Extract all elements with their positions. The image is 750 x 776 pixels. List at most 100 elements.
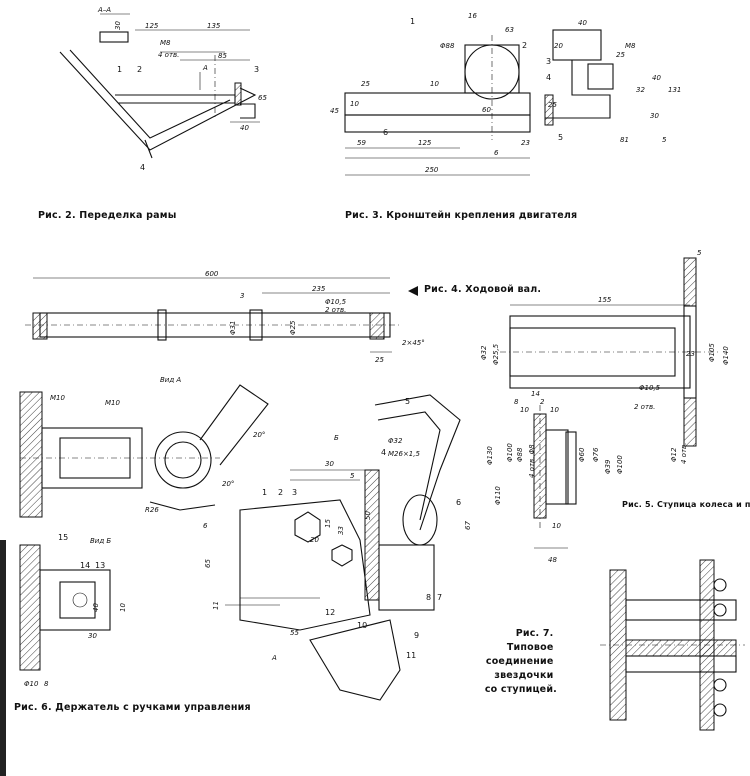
fig5-dim: Φ32 [480,345,488,360]
fig6-label: 7 [437,593,442,602]
fig6-dim: Б [334,434,339,442]
fig3-dim: 40 [652,74,661,82]
fig2-dim: 65 [258,94,267,102]
fig6-dim: 30 [325,460,334,468]
fig6-label: 8 [426,593,431,602]
fig6-view-a-label: Вид А [160,376,181,384]
fig6-dim: 11 [212,601,220,610]
fig5-dim: 155 [598,296,612,304]
fig5-dim: 10 [520,406,529,414]
fig5-dim: 4 отв. [680,443,688,464]
fig5-dim: Φ105 [708,343,716,362]
fig4-dim: 2×45° [402,339,425,347]
fig7-caption-line: со ступицей. [485,684,557,695]
fig6-caption: Рис. 6. Держатель с ручками управления [14,702,251,713]
fig3-label: 4 [546,73,551,82]
fig6-label: 11 [406,651,416,660]
fig6-label: 3 [292,488,297,497]
fig5-hub-and-starter-pulley-drawing: 155 5 Φ32 Φ25,5 23 Φ105 Φ140 Φ10,5 2 отв… [480,249,730,564]
fig4-dim: 235 [312,285,326,293]
fig7-caption-line: Рис. 7. [516,628,554,639]
fig5-caption-text: Рис. 5. Ступица колеса и пусковой шкив. [622,500,750,509]
fig5-dim: 2 [540,398,545,406]
fig6-label: 13 [95,561,105,570]
fig2-dim: М8 [160,39,171,47]
fig4-dim: Φ31 [229,321,237,335]
fig3-engine-bracket-drawing: 16 63 Φ88 40 20 25 М8 10 45 60 25 10 59 … [330,12,681,176]
fig3-dim: Φ88 [440,42,455,50]
fig6-dim: 50 [364,511,372,520]
fig6-dim: 55 [290,629,299,637]
fig5-dim: Φ12 [670,447,678,462]
fig6-dim: 15 [324,519,332,528]
fig3-label: 3 [546,57,551,66]
fig3-dim: 59 [357,139,366,147]
fig5-dim: 4 отв. Φ8 [528,444,536,478]
fig2-section-label: А–А [97,6,111,14]
fig3-dim: 25 [616,51,625,59]
fig2-frame-rework-drawing: А–А 30 125 135 М8 4 отв. 85 65 40 А 1 2 … [59,6,267,172]
fig2-label: 1 [117,65,122,74]
fig4-dim: 2 отв. [325,306,346,314]
fig3-dim: 10 [430,80,439,88]
fig3-dim: 25 [361,80,370,88]
fig2-label: 4 [140,163,145,172]
fig3-dim: 125 [418,139,432,147]
fig6-dim: Φ32 [388,437,403,445]
fig4-pointer-arrow [408,286,418,296]
fig3-dim: 16 [468,12,477,20]
fig2-dim: 40 [240,124,249,132]
fig3-dim: 45 [330,107,339,115]
fig3-dim: 32 [636,86,645,94]
fig5-dim: Φ110 [494,486,502,505]
fig3-dim: 40 [578,19,587,27]
fig3-dim: 131 [668,86,681,94]
fig2-dim: 4 отв. [158,51,179,59]
fig7-sprocket-hub-joint-drawing [600,559,745,731]
fig3-label: 6 [383,128,388,137]
fig5-dim: 48 [548,556,557,564]
scan-edge-strip [0,540,6,776]
fig5-dim: Φ25,5 [492,343,500,365]
fig5-dim: 10 [550,406,559,414]
fig3-dim: 81 [620,136,629,144]
fig5-dim: Φ130 [486,446,494,465]
fig4-caption: Рис. 4. Ходовой вал. [424,284,541,295]
fig3-dim: 30 [650,112,659,120]
fig5-caption: Рис. 5. Ступица колеса и пусковой шкив. [622,500,750,509]
fig4-dim: Φ10,5 [325,298,347,306]
fig7-caption-line: Типовое [507,642,554,653]
fig3-caption: Рис. 3. Кронштейн крепления двигателя [345,210,577,221]
fig2-dim: 125 [145,22,159,30]
fig3-dim: 63 [505,26,514,34]
fig3-dim: 60 [482,106,491,114]
fig6-dim: М10 [50,394,65,402]
fig2-caption: Рис. 2. Переделка рамы [38,210,177,221]
fig7-caption-line: звездочки [494,670,553,681]
fig6-view-b-label: Вид Б [90,537,111,545]
fig3-dim: 20 [554,42,563,50]
fig3-label: 1 [410,17,415,26]
fig5-dim: 10 [552,522,561,530]
fig5-dim: Φ100 [506,443,514,462]
fig2-dim: 85 [218,52,227,60]
fig6-dim: 20° [253,431,265,439]
fig7-caption-line: соединение [486,656,554,667]
fig6-dim: 8 [44,680,49,688]
fig5-dim: Φ88 [516,447,524,462]
fig6-dim: 67 [464,521,472,530]
fig3-dim: 10 [350,100,359,108]
fig3-dim: М8 [625,42,636,50]
fig4-dim: 25 [375,356,384,364]
fig6-dim: 65 [204,559,212,568]
fig6-dim: 6 [203,522,208,530]
fig6-label: 12 [325,608,335,617]
fig6-dim: М10 [105,399,120,407]
fig5-dim: Φ76 [592,447,600,462]
fig6-dim: 20° [222,480,234,488]
fig6-label: 4 [381,448,386,457]
fig5-dim: 2 отв. [634,403,655,411]
fig6-dim: 5 [350,472,355,480]
fig3-dim: 6 [494,149,499,157]
